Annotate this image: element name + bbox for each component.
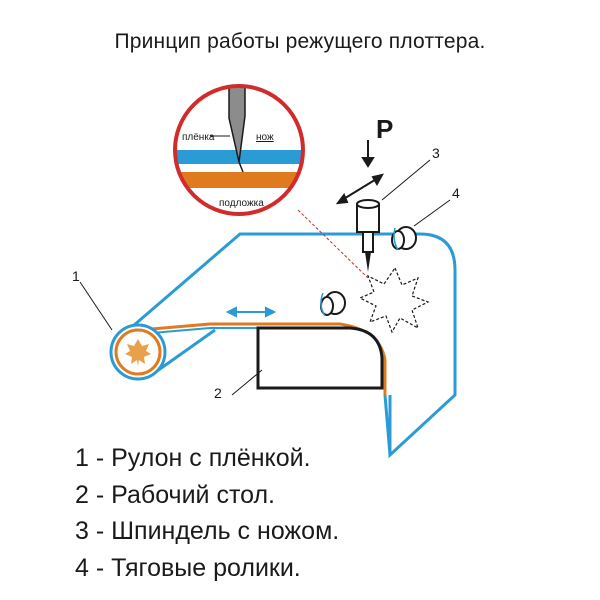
pull-roller-rear xyxy=(391,226,417,251)
legend-item-spindle: 3 - Шпиндель с ножом. xyxy=(75,517,340,545)
force-arrow-icon xyxy=(361,140,375,168)
callout-2-line xyxy=(231,369,263,396)
roll-leaf-icon xyxy=(125,339,151,366)
legend-list: 1 - Рулон с плёнкой. 2 - Рабочий стол. 3… xyxy=(75,440,339,586)
legend-item-roll: 1 - Рулон с плёнкой. xyxy=(75,444,311,472)
table-front-edge xyxy=(383,394,392,456)
film-path xyxy=(132,232,457,459)
zoom-label-film: плёнка xyxy=(182,132,215,143)
legend-item-rollers: 4 - Тяговые ролики. xyxy=(75,553,301,582)
force-label: P xyxy=(376,114,393,144)
zoom-pointer xyxy=(297,209,369,279)
pull-roller-front xyxy=(320,291,346,317)
legend-item-table: 2 - Рабочий стол. xyxy=(75,480,275,509)
callout-4-line xyxy=(413,199,451,227)
spindle-with-knife xyxy=(356,199,380,272)
table-move-arrow-icon xyxy=(225,306,277,318)
zoom-detail xyxy=(175,86,303,214)
zoom-label-backing: подложка xyxy=(219,198,264,209)
callout-3: 3 xyxy=(432,145,440,161)
callout-2: 2 xyxy=(214,385,222,401)
cut-leaf-outline xyxy=(358,266,430,334)
callout-4: 4 xyxy=(452,185,460,201)
diagram-title: Принцип работы режущего плоттера. xyxy=(114,30,486,53)
zoom-label-knife: нож xyxy=(256,132,274,143)
callout-3-line xyxy=(381,159,431,201)
spindle-move-arrow-icon xyxy=(335,173,384,205)
zoom-ring xyxy=(173,84,305,216)
callout-1-line xyxy=(79,281,113,331)
callout-1: 1 xyxy=(72,268,80,284)
work-table xyxy=(256,326,384,390)
